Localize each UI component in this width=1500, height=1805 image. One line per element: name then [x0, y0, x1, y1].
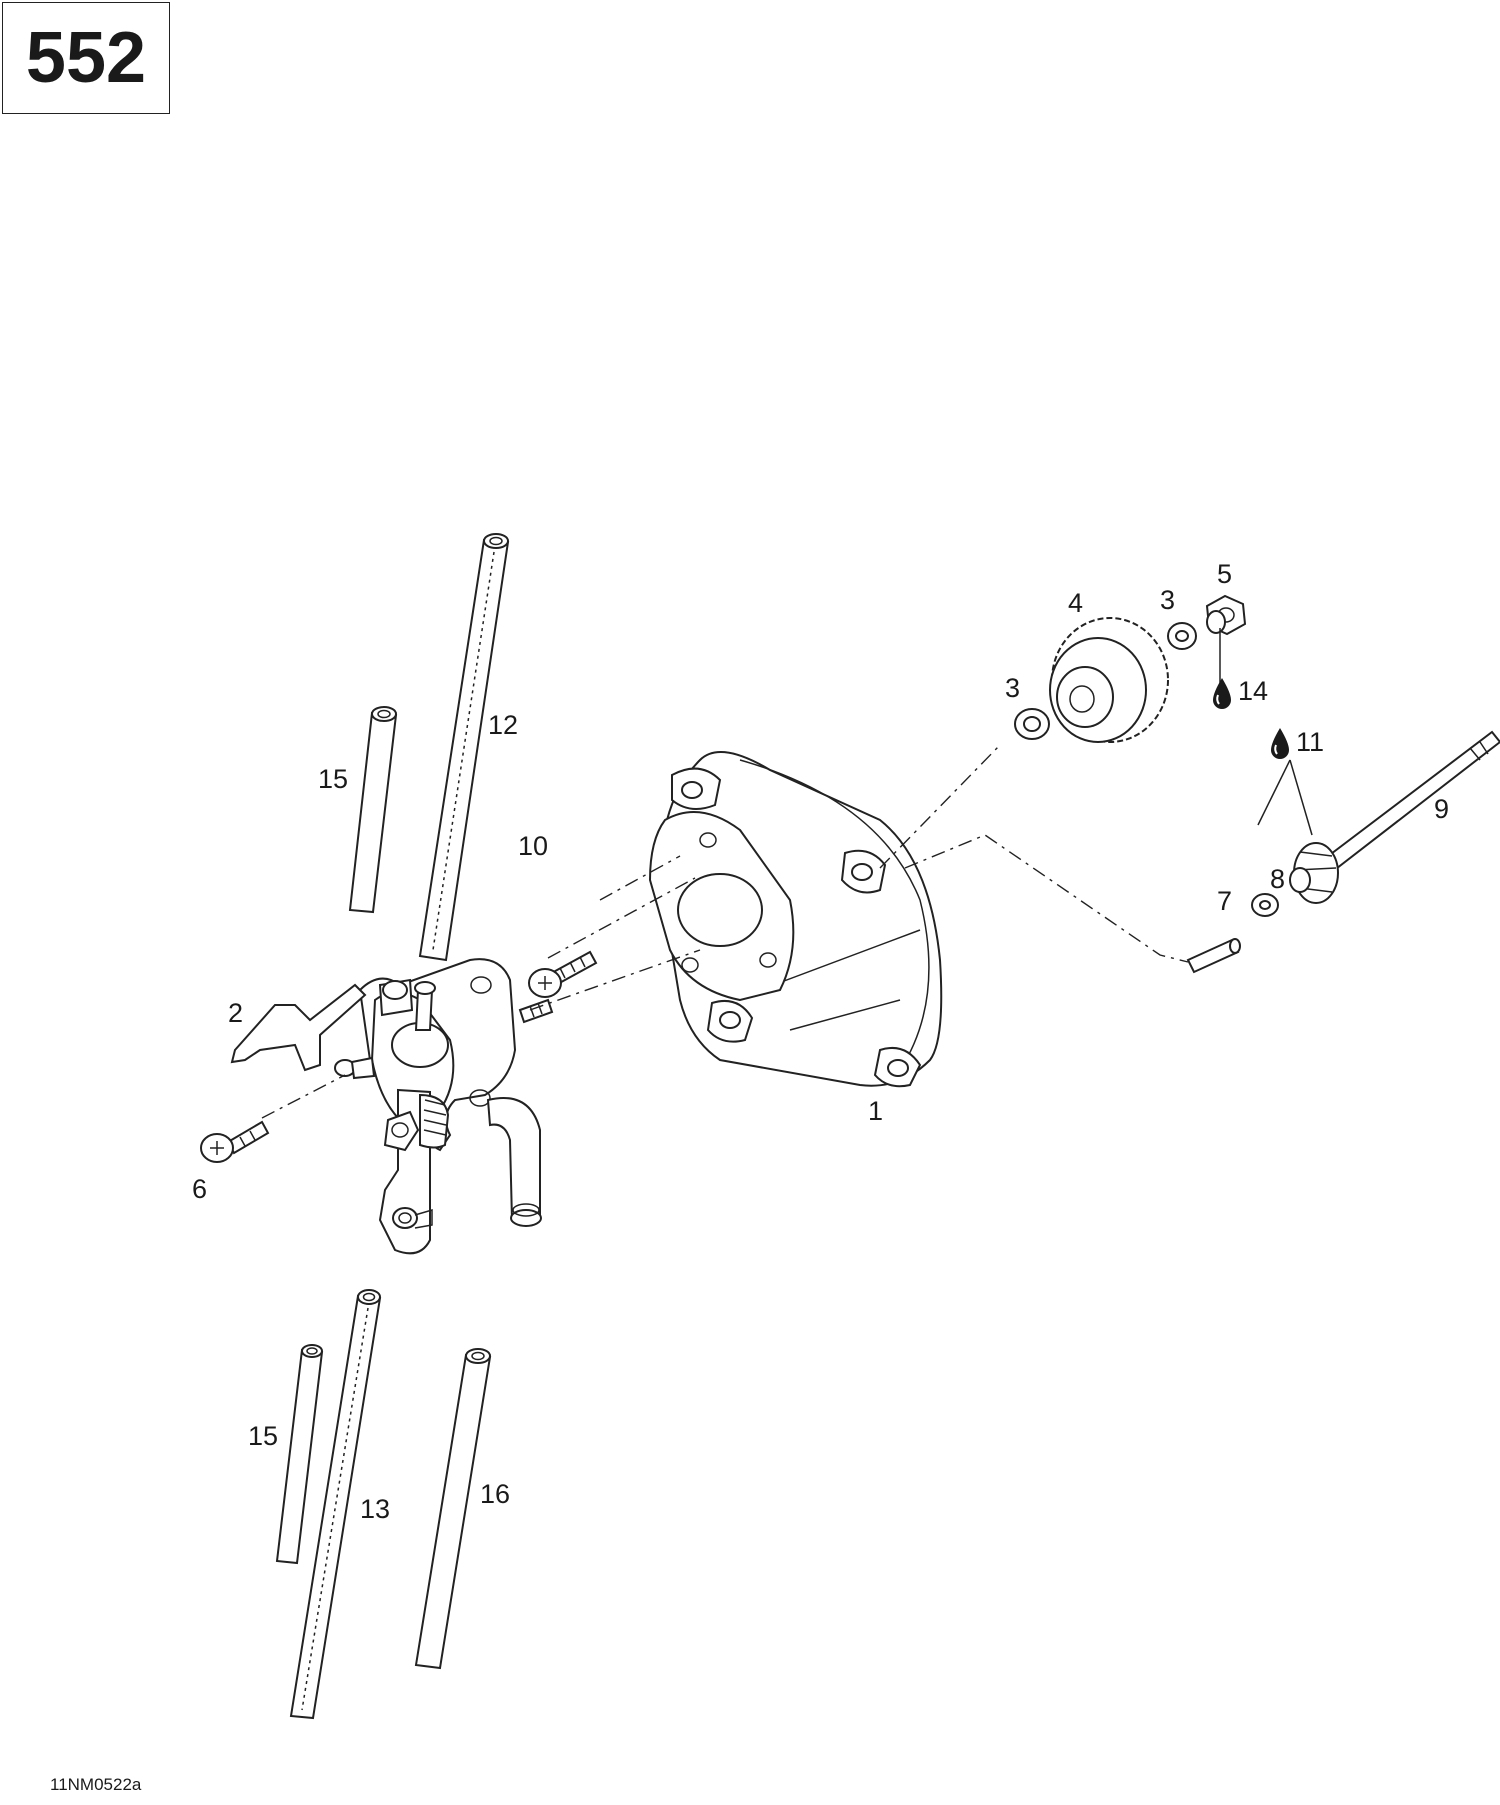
- tube-12: [418, 533, 510, 962]
- callout-3a: 3: [1005, 673, 1020, 703]
- assembly-lines: [261, 744, 1189, 1119]
- callout-3b: 3: [1160, 585, 1175, 615]
- callout-10: 10: [518, 831, 548, 861]
- pin-7: [1186, 938, 1241, 974]
- shaft-9: [1289, 730, 1500, 904]
- washer-3-left: [1014, 708, 1050, 740]
- screw-6: [200, 1120, 270, 1163]
- figure-code: 11NM0522a: [50, 1775, 142, 1794]
- callout-14: 14: [1238, 676, 1268, 706]
- oil-drop-icon: [1213, 678, 1231, 709]
- oil-drop-icon: [1271, 728, 1289, 759]
- tube-16: [414, 1348, 492, 1670]
- bracket-2: [230, 983, 367, 1072]
- page-number-box: 552: [2, 2, 170, 114]
- callout-13: 13: [360, 1494, 390, 1524]
- callout-2: 2: [228, 998, 243, 1028]
- screw-10: [528, 950, 598, 998]
- callout-15b: 15: [248, 1421, 278, 1451]
- callout-8: 8: [1270, 864, 1285, 894]
- tube-13: [289, 1289, 382, 1720]
- gear-4: [1049, 617, 1169, 743]
- callout-11: 11: [1296, 727, 1324, 757]
- callout-1: 1: [868, 1096, 883, 1126]
- washer-3-right: [1167, 622, 1197, 650]
- callout-6: 6: [192, 1174, 207, 1204]
- callout-5: 5: [1217, 559, 1232, 589]
- callout-9: 9: [1434, 794, 1449, 824]
- washer-8: [1251, 893, 1279, 917]
- tube-15-lower: [275, 1344, 324, 1565]
- nut-5: [1205, 594, 1247, 675]
- callout-4: 4: [1068, 588, 1083, 618]
- oil-pump-assembly: [334, 958, 554, 1255]
- callout-16: 16: [480, 1479, 510, 1509]
- tube-15-upper: [348, 706, 398, 914]
- cover-plate-1: [648, 751, 943, 1088]
- callout-15a: 15: [318, 764, 348, 794]
- callout-12: 12: [488, 710, 518, 740]
- callout-7: 7: [1217, 886, 1232, 916]
